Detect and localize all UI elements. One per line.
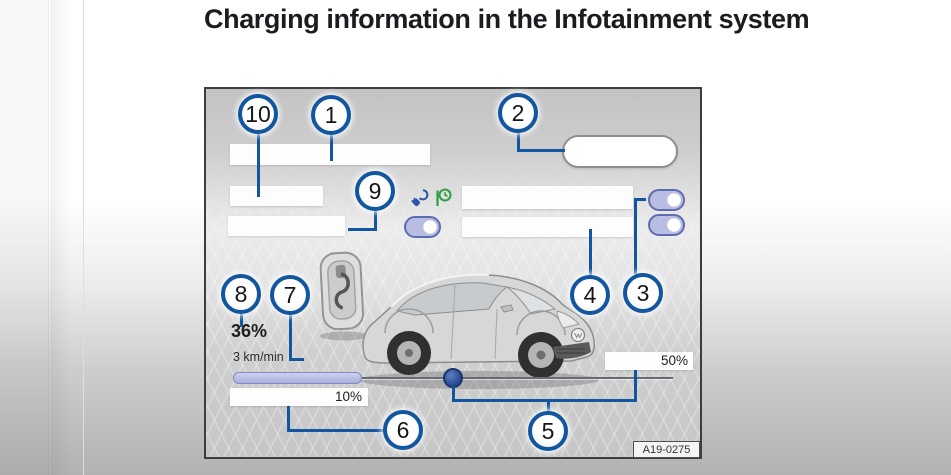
- target-charge-value: 50%: [660, 353, 688, 368]
- min-charge-value: 10%: [334, 389, 362, 404]
- callout-10-number: 10: [245, 100, 271, 127]
- callout-line-7: [288, 315, 292, 361]
- callout-line-5c: [633, 370, 637, 402]
- callout-7-number: 7: [283, 281, 297, 308]
- callout-line-6h: [286, 429, 384, 432]
- callout-line-3: [634, 197, 637, 274]
- callout-line-1: [329, 135, 333, 161]
- figure-code-text: A19-0275: [642, 443, 691, 456]
- callout-line-5b: [451, 399, 637, 402]
- toggle-climate[interactable]: [404, 216, 441, 238]
- plug-cable-icon: [411, 189, 429, 207]
- toggle-knob: [667, 193, 681, 207]
- field-option-row-1: [462, 186, 633, 209]
- callout-1-number: 1: [324, 101, 338, 128]
- callout-9: 9: [355, 171, 395, 211]
- toggle-knob: [423, 220, 437, 234]
- charge-level-fill-bar: [233, 372, 362, 384]
- callout-line-9: [373, 211, 377, 231]
- callout-5-number: 5: [541, 417, 555, 444]
- field-departure-time: [228, 216, 345, 236]
- callout-line-5a: [451, 386, 455, 402]
- charge-timer-icon: [436, 188, 452, 206]
- page-title: Charging information in the Infotainment…: [204, 4, 810, 34]
- toggle-option-2[interactable]: [648, 214, 685, 236]
- callout-line-8: [239, 314, 243, 327]
- callout-line-4: [588, 229, 592, 275]
- car-illustration: [359, 273, 599, 389]
- callout-line-10: [256, 134, 260, 197]
- callout-2: 2: [498, 93, 538, 133]
- callout-1: 1: [311, 95, 351, 135]
- callout-line-2: [516, 133, 520, 152]
- toggle-option-1[interactable]: [648, 189, 685, 211]
- charge-rate-value: 3 km/min: [233, 350, 284, 364]
- callout-3: 3: [623, 273, 663, 313]
- page-gutter-shadow: [50, 0, 84, 475]
- charge-target-slider-handle[interactable]: [443, 368, 463, 388]
- callout-9-number: 9: [368, 177, 382, 204]
- battery-level-value: 36%: [231, 321, 268, 341]
- callout-line-2h: [516, 149, 565, 152]
- callout-5: 5: [528, 411, 568, 451]
- callout-6-number: 6: [396, 416, 410, 443]
- callout-line-6: [286, 406, 290, 432]
- callout-line-3h: [634, 197, 646, 201]
- callout-line-5d: [546, 399, 550, 411]
- callout-line-7h: [288, 358, 304, 361]
- callout-3-number: 3: [636, 279, 650, 306]
- target-charge-label-bar: 50%: [605, 352, 693, 370]
- min-charge-label-bar: 10%: [230, 388, 368, 406]
- callout-4-number: 4: [583, 281, 597, 308]
- charging-station-illustration: [319, 251, 368, 341]
- callout-4: 4: [570, 275, 610, 315]
- field-status-line: [230, 186, 323, 206]
- callout-10: 10: [238, 94, 278, 134]
- toggle-knob: [667, 218, 681, 232]
- callout-6: 6: [383, 410, 423, 450]
- action-button[interactable]: [562, 135, 678, 168]
- callout-8-number: 8: [234, 280, 248, 307]
- callout-line-9h: [348, 228, 376, 231]
- figure-code-badge: A19-0275: [633, 441, 700, 458]
- callout-2-number: 2: [511, 99, 525, 126]
- charging-diagram-figure: 36% 3 km/min 10% 50% 10 1 2 9 8 7 4 3 6 …: [204, 87, 702, 459]
- field-option-row-2: [462, 217, 633, 237]
- callout-8: 8: [221, 274, 261, 314]
- adjacent-page-edge: [0, 0, 49, 475]
- callout-7: 7: [270, 275, 310, 315]
